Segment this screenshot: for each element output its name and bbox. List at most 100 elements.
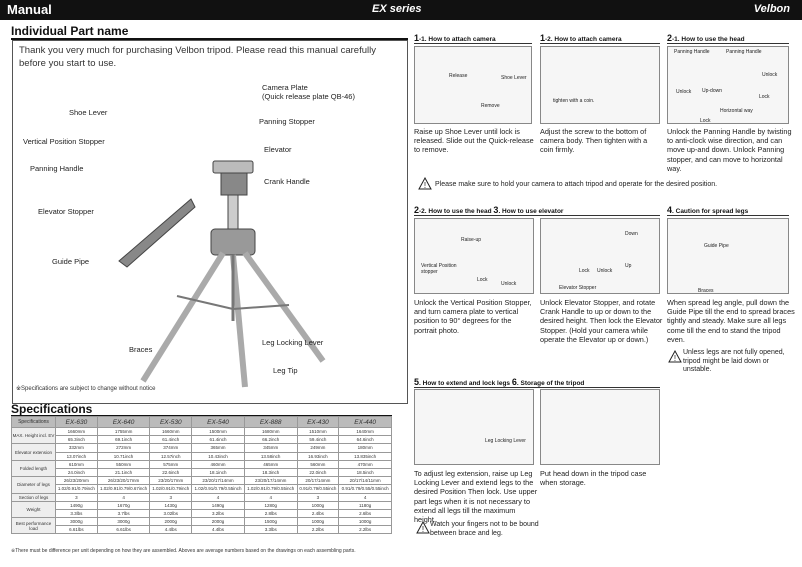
pic-label-guide-pipe: Guide Pipe: [704, 243, 729, 249]
specs-cell: 4: [243, 492, 298, 502]
specs-cell: 1430g: [149, 500, 193, 510]
warning-hold-camera: Please make sure to hold your camera to …: [435, 181, 718, 188]
specs-cell: 374mm: [149, 443, 193, 453]
spec-change-note: ※Specifications are subject to change wi…: [16, 386, 156, 392]
specs-cell: 61.4inch: [191, 435, 245, 445]
specs-cell: 365mm: [191, 443, 245, 453]
pic-label-elevator-stopper: Elevator Stopper: [559, 285, 597, 291]
step-number: 3: [493, 205, 499, 215]
specs-header-cell: Specifications: [11, 416, 56, 428]
step-3-desc: Unlock Elevator Stopper, and rotate Cran…: [540, 298, 663, 344]
specs-cell: 610mm: [55, 459, 98, 469]
specs-row-header: Diameter of legs: [11, 476, 56, 494]
specs-cell: 332mm: [55, 443, 98, 453]
step-title-text: -2. How to use the head: [419, 208, 492, 215]
specs-cell: 18.5inch: [338, 467, 392, 478]
label-panning-stopper: Panning Stopper: [259, 117, 315, 126]
pic-label-remove: Remove: [481, 103, 500, 109]
specs-cell: 18.3inch: [243, 467, 298, 478]
specs-cell: 3.7lbs: [96, 508, 151, 519]
specs-row-header: Folded length: [11, 459, 56, 478]
specs-header-cell: EX-888: [243, 416, 298, 428]
specs-cell: 1510mm: [296, 426, 340, 437]
specs-cell: 249mm: [296, 443, 340, 453]
specs-cell: 24.0inch: [55, 467, 98, 478]
manual-title: Manual: [7, 2, 52, 17]
specs-cell: 345mm: [243, 443, 298, 453]
label-leg-locking-lever: Leg Locking Lever: [262, 338, 324, 347]
specs-cell: 575mm: [149, 459, 193, 469]
step-6-desc: Put head down in the tripod case when st…: [540, 469, 647, 488]
pic-label-braces: Braces: [698, 288, 714, 294]
pic-label-panning-handle-1: Panning Handle: [674, 49, 710, 55]
specs-cell: 1640mm: [338, 426, 392, 437]
warning-icon: !: [416, 521, 430, 534]
svg-text:!: !: [422, 525, 424, 534]
step-2-2-illustration: Raise-up Vertical Position stopper Lock …: [414, 218, 534, 294]
specs-cell: 3.2lbs: [191, 508, 245, 519]
specs-header-cell: EX-630: [55, 416, 98, 428]
step-5-rule: [414, 387, 660, 388]
pic-label-vertical-position-stopper: Vertical Position stopper: [421, 263, 457, 275]
specs-cell: 6.61lbs: [96, 525, 151, 535]
step-1-1-illustration: Release Shoe Lever Remove: [414, 46, 532, 124]
step-2-2-title: 2-2. How to use the head 3. How to use e…: [414, 205, 563, 215]
pic-label-release: Release: [449, 73, 468, 79]
specs-cell: 470mm: [338, 459, 392, 469]
specs-cell: 1500g: [243, 517, 298, 527]
specs-cell: 10.71inch: [96, 451, 151, 461]
parts-panel: Thank you very much for purchasing Velbo…: [12, 40, 408, 404]
pic-label-horizontal-way: Horizontal way: [720, 108, 753, 114]
step-1-1-title: 1-1. How to attach camera: [414, 33, 496, 43]
pic-label-lock: Lock: [579, 268, 590, 274]
step-title-text: . How to extend and lock legs: [419, 380, 511, 387]
specs-cell: 550mm: [96, 459, 151, 469]
specs-cell: 4.4lbs: [191, 525, 245, 535]
warning-icon: !: [668, 350, 682, 363]
specs-cell: 3: [296, 492, 340, 502]
specs-row-header: MAX. Height incl. EV: [11, 426, 56, 445]
pic-label-unlock: Unlock: [597, 268, 613, 274]
step-1-2-illustration: tighten with a coin.: [540, 46, 660, 124]
step-4-title: 4. Caution for spread legs: [667, 205, 748, 215]
specs-cell: 460mm: [191, 459, 245, 469]
specs-cell: 0.91/0.79/0.55inch: [296, 484, 340, 494]
series-title: EX series: [372, 3, 422, 15]
step-5-title: 5. How to extend and lock legs 6. Storag…: [414, 377, 584, 387]
specs-cell: 2.6lbs: [338, 508, 392, 519]
pic-label-up-down: Up-down: [702, 88, 723, 94]
specs-cell: 1.02/0.91/0.79/0.55inch: [243, 484, 298, 494]
specs-cell: 65.3inch: [55, 435, 98, 445]
step-title-text: -1. How to attach camera: [419, 36, 496, 43]
specs-cell: 22.6inch: [149, 467, 193, 478]
specs-cell: 3.3lbs: [55, 508, 98, 519]
warning-icon: !: [418, 177, 432, 190]
specs-cell: 1280g: [243, 500, 298, 510]
specs-cell: 16.93inch: [296, 451, 340, 461]
step-title-text: . Caution for spread legs: [672, 208, 749, 215]
pic-label-lock-1: Lock: [759, 94, 770, 100]
specs-cell: 18.1inch: [191, 467, 245, 478]
specs-cell: 4: [338, 492, 392, 502]
pic-label-leg-locking-lever: Leg Locking Lever: [485, 438, 526, 444]
pic-label-shoe-lever: Shoe Lever: [501, 75, 527, 81]
label-panning-handle: Panning Handle: [30, 164, 84, 173]
specs-cell: 1660mm: [149, 426, 193, 437]
specs-cell: 23/20/17mm: [149, 476, 193, 486]
step-number: 1: [414, 33, 420, 43]
pic-label-unlock: Unlock: [501, 281, 517, 287]
pic-label-tighten: tighten with a coin.: [553, 98, 595, 104]
pic-label-unlock-1: Unlock: [762, 72, 778, 78]
specs-cell: 12.57inch: [149, 451, 193, 461]
step-2-1-illustration: Panning Handle Panning Handle Unlock Unl…: [667, 46, 789, 124]
specs-cell: 59.4inch: [296, 435, 340, 445]
specs-cell: 1.02/0.91/0.79inch: [55, 484, 98, 494]
step-number: 4: [667, 205, 673, 215]
